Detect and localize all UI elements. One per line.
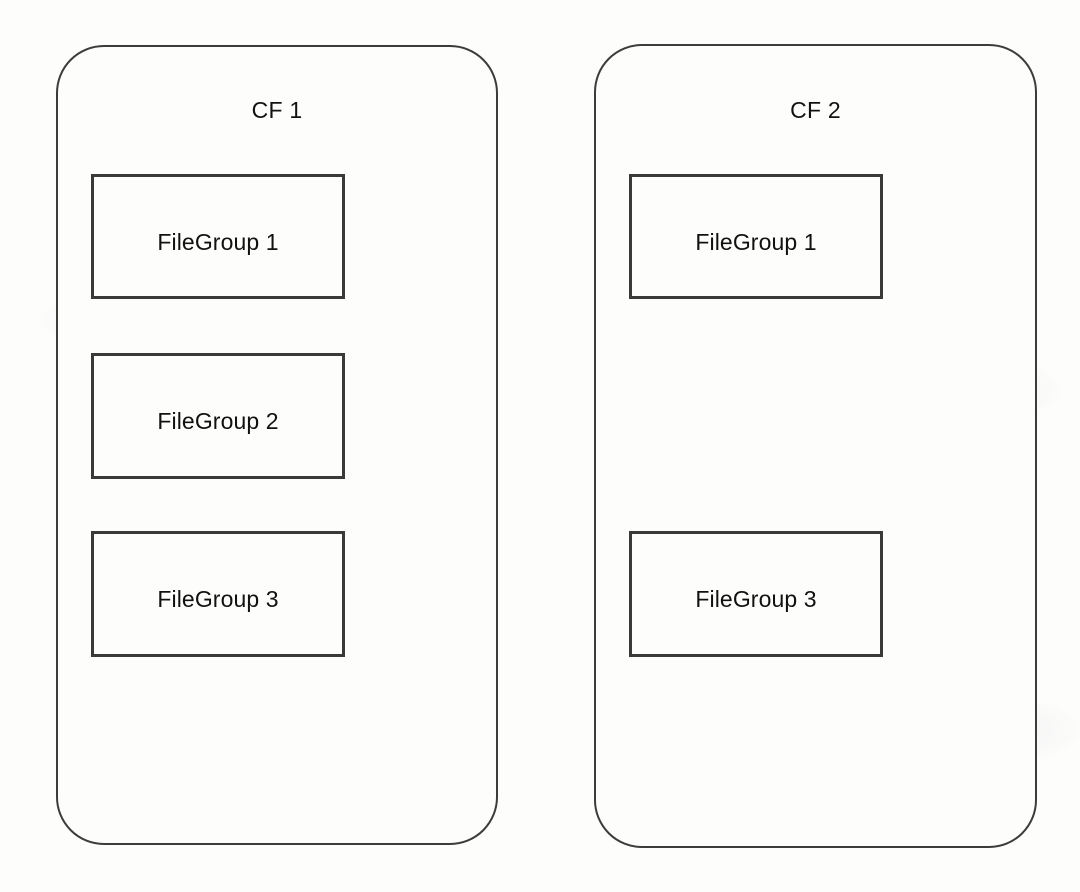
filegroup-box-cf2-filegroup-3[interactable]: FileGroup 3	[629, 531, 883, 657]
cf-panel-title: CF 2	[790, 97, 841, 123]
filegroup-slot-empty-cf2-filegroup-2	[629, 353, 883, 479]
filegroup-label: FileGroup 3	[157, 586, 279, 612]
cf-panel-cf-2[interactable]: CF 2 FileGroup 1 FileGroup 3	[594, 44, 1037, 848]
filegroup-label: FileGroup 3	[695, 586, 817, 612]
filegroup-box-cf1-filegroup-3[interactable]: FileGroup 3	[91, 531, 345, 657]
filegroup-label: FileGroup 2	[157, 408, 279, 434]
filegroup-box-cf1-filegroup-1[interactable]: FileGroup 1	[91, 174, 345, 299]
filegroup-box-cf2-filegroup-1[interactable]: FileGroup 1	[629, 174, 883, 299]
filegroup-label: FileGroup 1	[695, 229, 817, 255]
filegroup-box-cf1-filegroup-2[interactable]: FileGroup 2	[91, 353, 345, 479]
cf-panel-title: CF 1	[251, 97, 303, 123]
filegroup-label: FileGroup 1	[157, 229, 279, 255]
cf-panel-cf-1[interactable]: CF 1 FileGroup 1 FileGroup 2 FileGroup 3	[56, 45, 498, 845]
